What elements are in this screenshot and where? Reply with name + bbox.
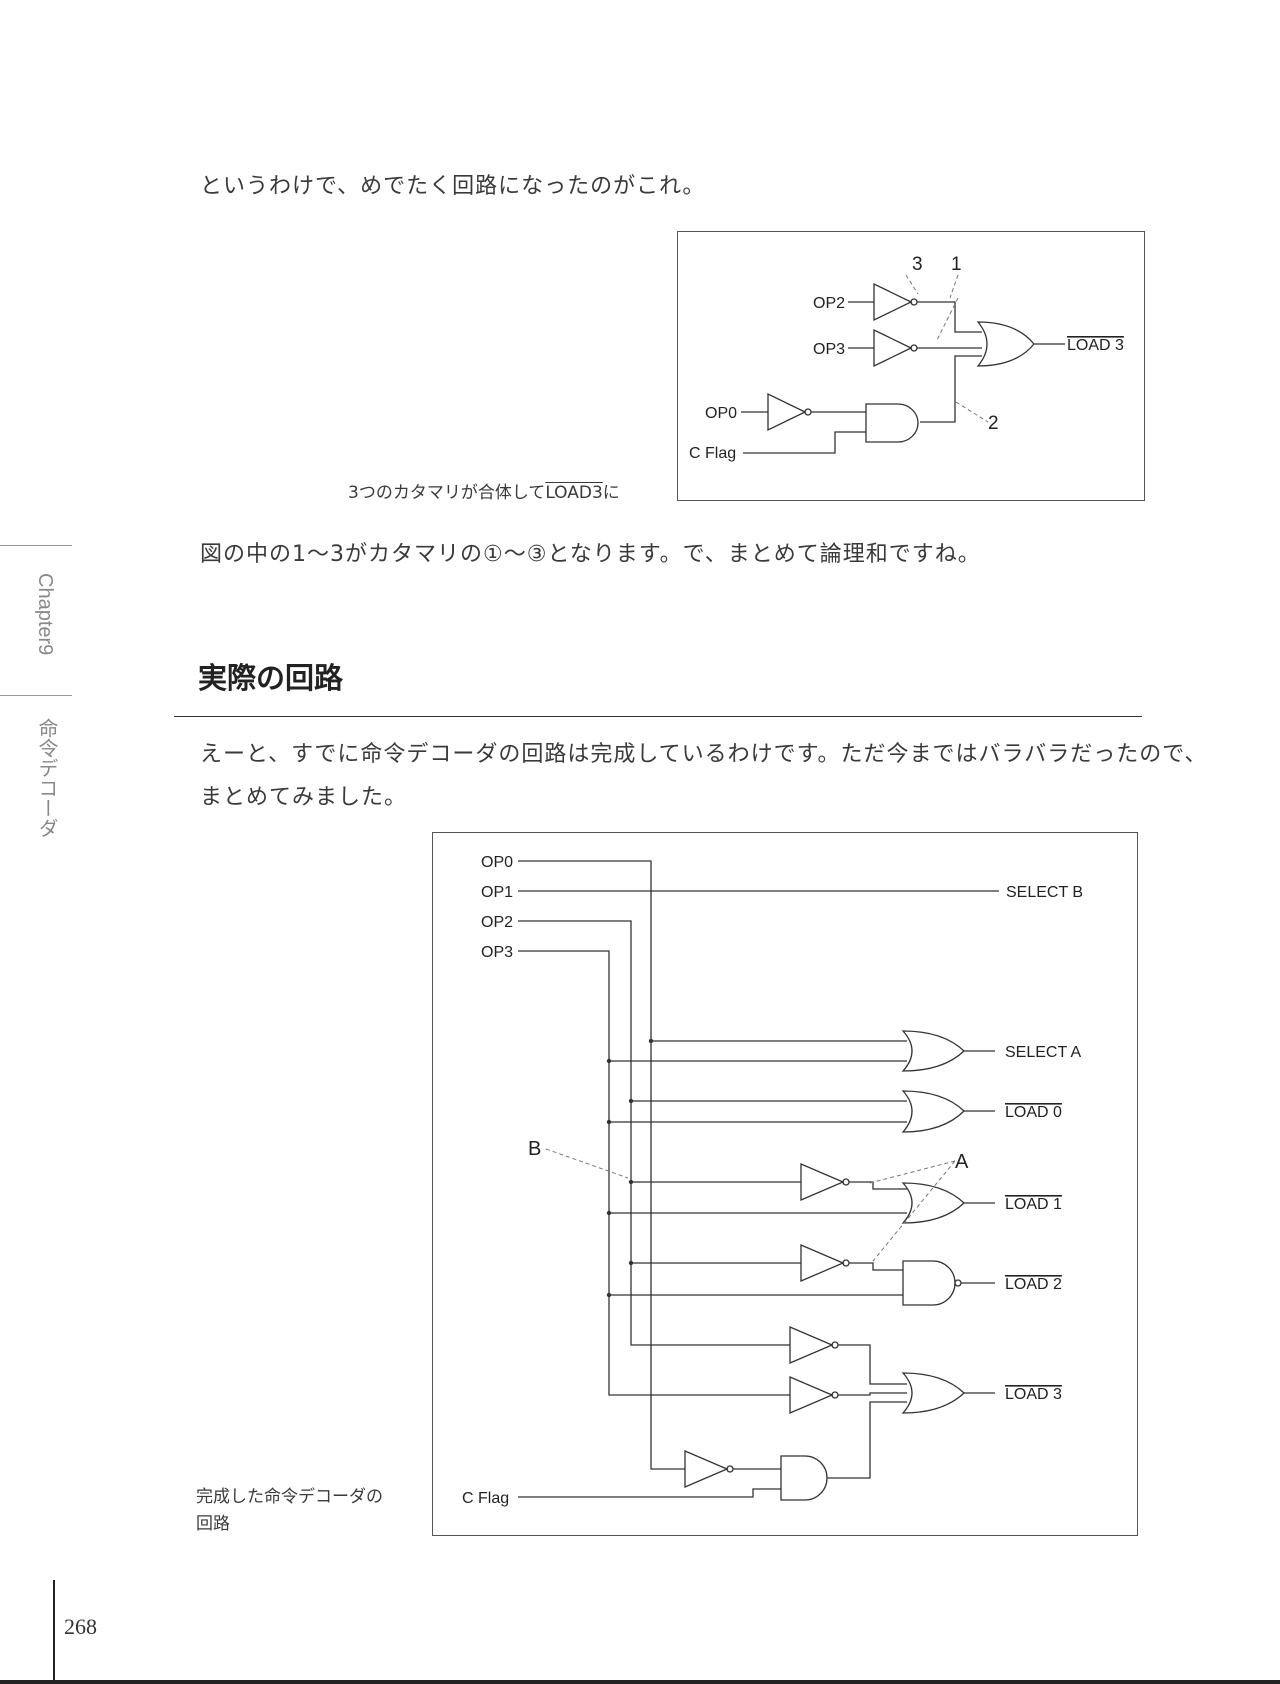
fig2-output-select-b: SELECT B <box>1006 884 1083 901</box>
body-text-line-2: まとめてみました。 <box>200 785 408 810</box>
fig2-output-load3: LOAD 3 <box>1005 1386 1062 1403</box>
page-number-rule <box>53 1580 55 1684</box>
side-rule-middle <box>0 695 72 696</box>
fig2-output-load1: LOAD 1 <box>1005 1196 1062 1213</box>
figure-1-caption-text: 3つのカタマリが合体して <box>348 483 546 503</box>
fig1-input-op3: OP3 <box>813 341 845 358</box>
fig1-marker-1: 1 <box>951 254 962 275</box>
side-chapter-label: Chapter9 <box>34 573 56 656</box>
fig1-input-op0: OP0 <box>705 405 737 422</box>
side-rule-top <box>0 545 72 546</box>
figure-2-caption-line-2: 回路 <box>196 1514 230 1534</box>
figure-2-caption: 完成した命令デコーダの 回路 <box>196 1484 383 1538</box>
figure-1-circuit: OP2 OP3 OP0 C Flag LOAD 3 3 1 2 <box>689 254 1124 462</box>
fig2-input-op2: OP2 <box>481 914 513 931</box>
fig2-output-load0: LOAD 0 <box>1005 1104 1062 1121</box>
fig1-output-load3: LOAD 3 <box>1067 337 1124 354</box>
fig2-input-op0: OP0 <box>481 854 513 871</box>
fig2-input-cflag: C Flag <box>462 1490 509 1507</box>
fig2-input-op1: OP1 <box>481 884 513 901</box>
fig1-marker-3: 3 <box>912 254 923 275</box>
fig1-marker-2: 2 <box>988 413 999 434</box>
figure-1: OP2 OP3 OP0 C Flag LOAD 3 3 1 2 <box>677 231 1145 501</box>
page-number: 268 <box>64 1614 97 1639</box>
figure-1-caption-signal: LOAD3 <box>545 483 603 503</box>
figure-2-caption-line-1: 完成した命令デコーダの <box>196 1487 383 1507</box>
explain-text: 図の中の1～3がカタマリの①～③となります。で、まとめて論理和ですね。 <box>200 542 981 567</box>
fig2-marker-a: A <box>955 1151 969 1173</box>
fig2-input-op3: OP3 <box>481 944 513 961</box>
body-text-line-1: えーと、すでに命令デコーダの回路は完成しているわけです。ただ今まではバラバラだっ… <box>200 742 1208 767</box>
page-bottom-edge <box>0 1680 1280 1684</box>
fig1-input-op2: OP2 <box>813 295 845 312</box>
fig2-output-select-a: SELECT A <box>1005 1044 1082 1061</box>
figure-2: OP0 OP1 OP2 OP3 C Flag SELECT B SELECT A… <box>432 832 1138 1536</box>
section-rule <box>174 716 1142 717</box>
section-heading: 実際の回路 <box>198 661 344 695</box>
fig1-input-cflag: C Flag <box>689 445 736 462</box>
intro-text: というわけで、めでたく回路になったのがこれ。 <box>200 174 706 199</box>
figure-2-circuit: OP0 OP1 OP2 OP3 C Flag SELECT B SELECT A… <box>462 854 1083 1507</box>
figure-1-caption-suffix: に <box>602 483 620 503</box>
fig2-marker-b: B <box>528 1138 541 1160</box>
figure-1-caption: 3つのカタマリが合体してLOAD3に <box>348 478 620 503</box>
fig2-output-load2: LOAD 2 <box>1005 1276 1062 1293</box>
side-chapter-title: 命令デコーダ <box>35 718 59 838</box>
